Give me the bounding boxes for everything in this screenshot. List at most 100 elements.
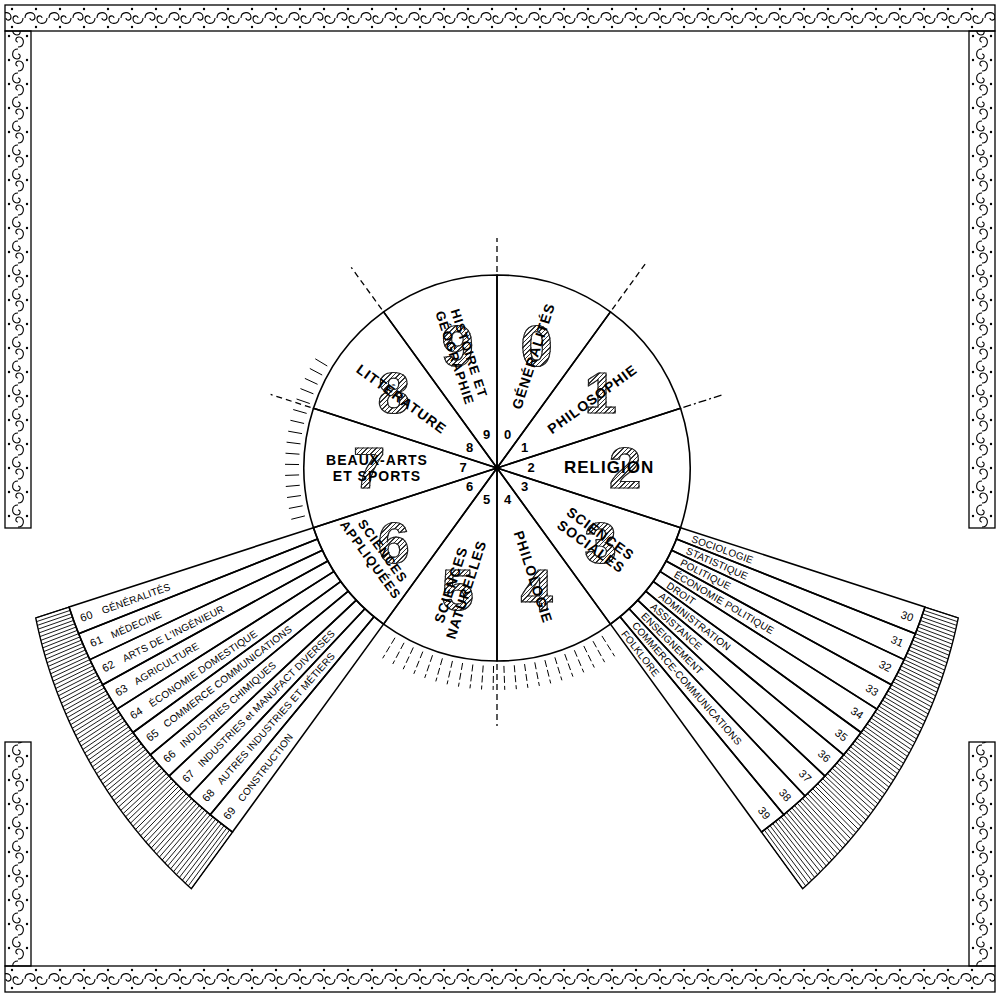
hatch-line [913, 640, 949, 655]
hatch-line [94, 738, 137, 770]
tick-mark [293, 410, 306, 414]
hatch-line [107, 755, 150, 791]
hatch-line [90, 733, 132, 764]
tick-mark [288, 431, 302, 433]
hatch-line [767, 828, 809, 883]
hatch-line [837, 763, 880, 801]
tick-mark [300, 389, 313, 394]
fan-band: 69CONSTRUCTION [208, 614, 386, 835]
dashed-ray [351, 267, 382, 309]
fan-band-path [210, 617, 383, 832]
ornament-band [969, 31, 995, 528]
fan-band-path [189, 609, 374, 815]
tick-mark [305, 378, 318, 384]
hatch-line [116, 766, 159, 804]
subclass-number: 33 [864, 682, 881, 699]
fan-band: 31STATISTIQUE [669, 537, 918, 662]
hatch-line [85, 724, 127, 753]
fan-band: 61MÉDECINE [76, 537, 325, 662]
ornament-band [5, 5, 995, 31]
hatch-line [832, 768, 875, 807]
tick-mark [593, 641, 605, 662]
hatch-line [764, 830, 805, 886]
dashed-ray [612, 264, 645, 309]
subclass-label: INDUSTRIES et MANUFACT DIVERSES [196, 628, 337, 769]
class-number: 3 [521, 480, 528, 495]
tick-mark [289, 506, 303, 509]
hatch-line [56, 669, 95, 688]
hatch-line [46, 643, 83, 659]
hatch-line [873, 715, 915, 742]
class-number: 6 [466, 480, 473, 495]
subclass-number: 65 [144, 727, 161, 744]
hatch-line [830, 771, 873, 810]
tick-mark [297, 399, 310, 404]
subclass-number: 36 [815, 748, 832, 765]
hatch-line [895, 679, 934, 700]
sector-wedge-path [497, 468, 610, 661]
subclass-number: 64 [128, 705, 145, 722]
tick-mark [287, 442, 301, 444]
subclass-number: 63 [113, 682, 130, 699]
sector-wedge-path [497, 408, 690, 527]
hatch-line [911, 643, 948, 659]
hatch-line [43, 634, 79, 648]
rays-and-hatching [36, 238, 959, 889]
hatch-line [58, 675, 97, 695]
hatch-line [188, 830, 229, 886]
tick-mark [414, 652, 423, 674]
hatch-line [61, 682, 101, 703]
ornament-band [5, 966, 995, 992]
subclass-number: 66 [161, 748, 178, 765]
hatch-line [185, 828, 227, 883]
hatch-line [867, 724, 909, 753]
hatch-line [823, 779, 866, 820]
hatch-line [869, 721, 911, 750]
subclass-number: 35 [833, 727, 850, 744]
tick-mark [545, 660, 551, 683]
hatch-line [918, 627, 953, 640]
class-label: SCIENCES NATURELLES [427, 533, 489, 641]
fan-band: 68AUTRES INDUSTRIES ET MÉTIERS [186, 606, 376, 817]
tick-mark [458, 663, 462, 687]
sector-wedge-path [384, 275, 497, 468]
tick-mark [285, 464, 299, 465]
sector-wedge-path [497, 312, 681, 468]
hatch-line [54, 666, 93, 685]
hatch-line [896, 675, 935, 695]
subclass-number: 30 [899, 608, 915, 624]
hatch-line [919, 624, 954, 637]
hatch-line [827, 773, 870, 813]
hatch-line [844, 755, 887, 791]
class-number: 0 [504, 428, 511, 443]
hatch-line [57, 672, 96, 692]
hatch-line [903, 663, 941, 681]
hatch-line [915, 634, 951, 648]
hatch-line [900, 669, 939, 688]
hatch-line [40, 624, 75, 637]
hatch-line [53, 663, 91, 681]
tick-mark [525, 664, 528, 688]
class-label: HISTOIRE ET GÉOGRAPHIE [429, 299, 491, 413]
fan-band: 37ENSEIGNEMENT [627, 598, 828, 799]
tick-mark [503, 666, 505, 690]
hatch-line [112, 760, 155, 797]
hatch-line [60, 679, 99, 700]
fan-band-path [610, 617, 783, 832]
fan-band-path [629, 600, 825, 796]
class-label: BEAUX-ARTS ET SPORTS [317, 452, 437, 484]
sector-wedge: 6SCIENCES APPLIQUÉES6 [311, 466, 499, 627]
hatch-line [118, 768, 161, 807]
dashed-ray [683, 394, 723, 407]
sector-wedge: 9HISTOIRE ET GÉOGRAPHIE9 [381, 273, 499, 470]
tick-mark [285, 474, 299, 475]
fan-band: 39FOLKLORE [608, 614, 786, 835]
hatch-line [825, 776, 868, 817]
subclass-number: 60 [79, 608, 95, 624]
tick-mark [602, 636, 615, 656]
fan-band-path [638, 591, 844, 776]
class-number: 9 [483, 428, 490, 443]
hatch-line [44, 637, 80, 652]
